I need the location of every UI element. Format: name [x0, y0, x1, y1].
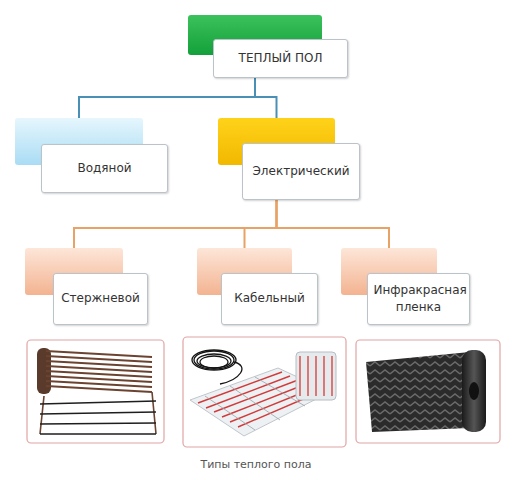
label-card: Электрический: [242, 143, 360, 200]
label-card: Стержневой: [53, 273, 148, 325]
figure-caption: Типы теплого пола: [0, 458, 512, 471]
infrared-film-photo: [356, 340, 500, 443]
type-box: Водяной: [15, 118, 168, 193]
tree-connector: [245, 200, 277, 248]
type-box: Инфракрасная пленка: [341, 248, 470, 325]
type-box: Стержневой: [25, 248, 148, 325]
node-label: Кабельный: [234, 290, 305, 307]
label-card: Водяной: [41, 144, 168, 193]
tree-connector: [277, 200, 390, 248]
node-label: Стержневой: [61, 290, 140, 307]
label-card: ТЕПЛЫЙ ПОЛ: [213, 39, 348, 78]
tree-connector: [74, 200, 277, 248]
label-card: Кабельный: [221, 273, 318, 325]
type-box: ТЕПЛЫЙ ПОЛ: [188, 15, 348, 78]
node-label: ТЕПЛЫЙ ПОЛ: [239, 50, 323, 67]
type-box: Кабельный: [197, 248, 318, 325]
node-label: Электрический: [252, 163, 349, 180]
node-label: Инфракрасная пленка: [374, 282, 464, 317]
cable-mat-photo: [183, 337, 346, 447]
rod-floor-photo: [27, 340, 164, 443]
label-card: Инфракрасная пленка: [367, 273, 470, 325]
tree-connector: [79, 78, 255, 118]
type-box: Электрический: [218, 118, 360, 200]
tree-connector: [255, 78, 277, 118]
node-label: Водяной: [77, 160, 131, 177]
